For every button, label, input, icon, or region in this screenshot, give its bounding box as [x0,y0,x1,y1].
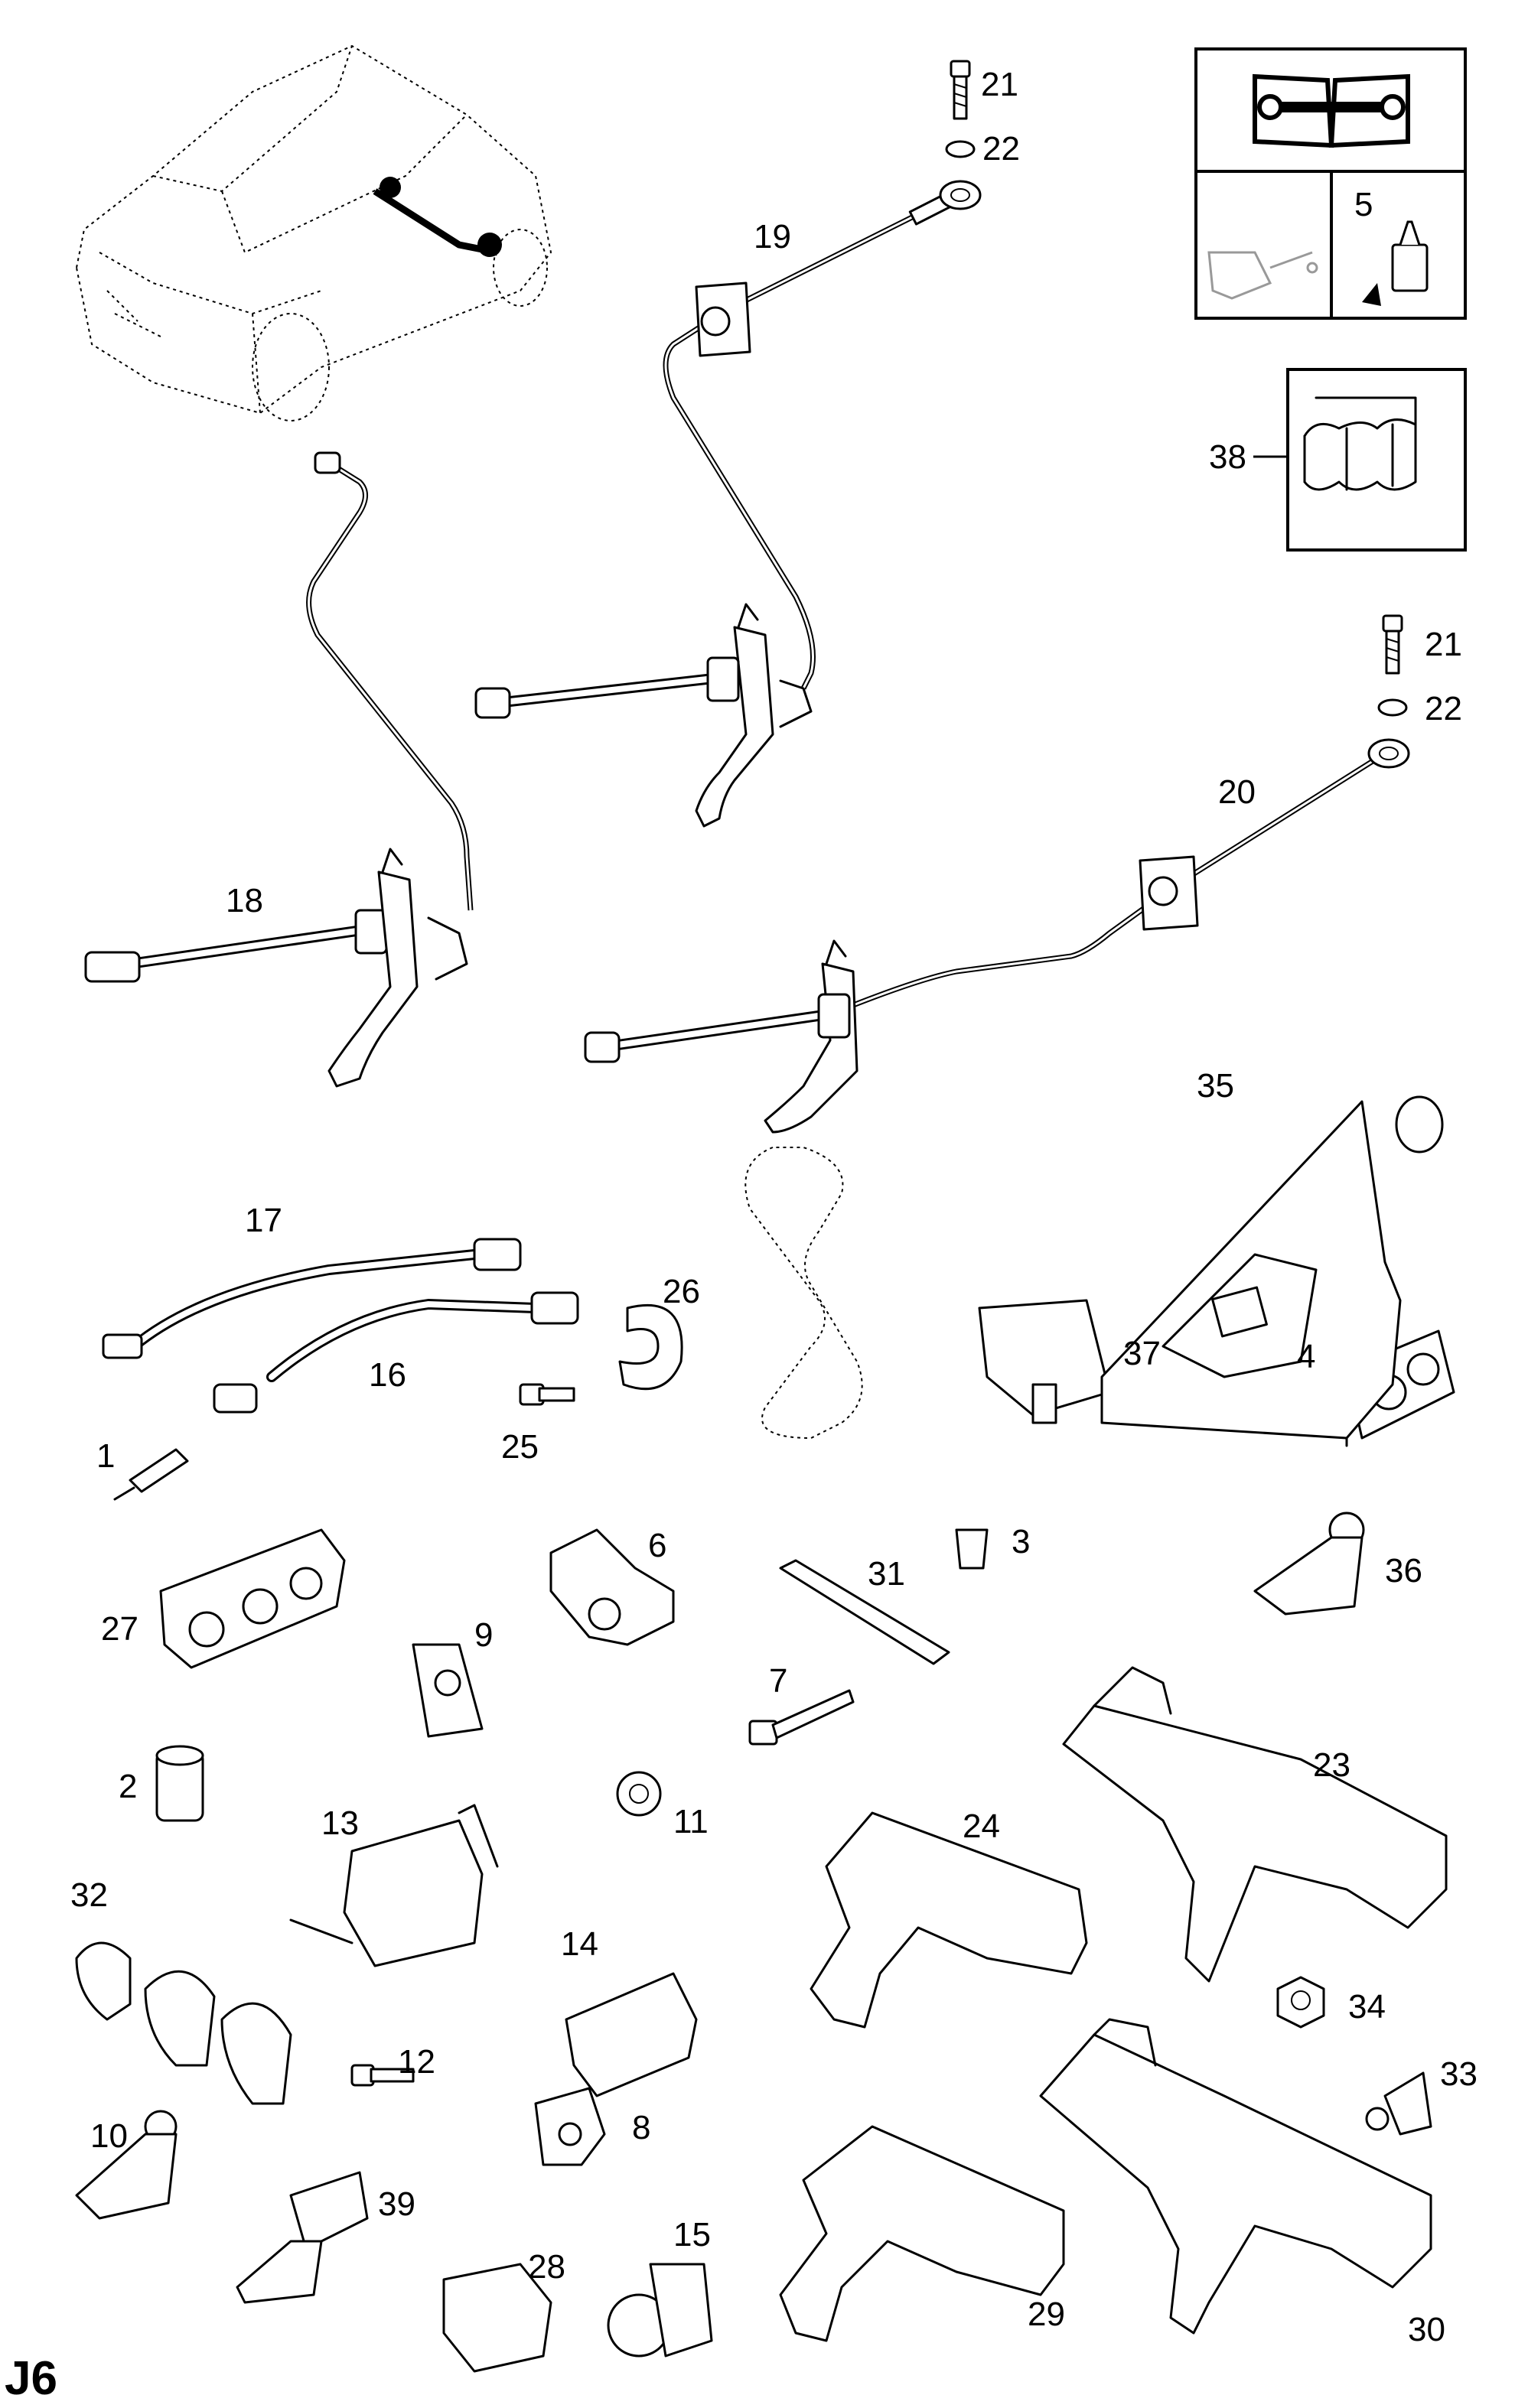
part-37-clip [978,1299,1111,1424]
part-label-24: 24 [963,1808,1000,1845]
part-label-10: 10 [90,2117,128,2155]
part-7-bolt [748,1689,855,1746]
part-12-bolt [350,2064,415,2087]
part-28-clip [442,2263,552,2373]
part-label-26: 26 [663,1273,700,1310]
manual-book-wrench-icon [1253,73,1410,148]
part-2-nut [155,1745,204,1822]
part-3-plug [955,1528,989,1570]
banjo-bolt-21-right [1382,614,1403,675]
service-symbol-box: 5 [1194,47,1467,320]
part-29-bracket [779,2125,1065,2342]
part-1-bleed-screw [113,1448,189,1501]
dotted-cable-loop [744,1147,863,1440]
part-32-clamp [75,1941,292,2105]
part-36-bracket [1253,1512,1365,1616]
part-9-clip [412,1643,484,1738]
brake-pipe-18 [84,451,474,1088]
part-label-1: 1 [96,1437,115,1475]
part-label-2: 2 [119,1768,137,1805]
part-label-25: 25 [501,1428,539,1466]
part-31-sleeve [779,1559,950,1665]
part-26-clip [618,1303,683,1391]
part-label-22-top: 22 [982,130,1020,168]
part-label-27: 27 [101,1610,138,1648]
part-label-21-top: 21 [981,66,1018,103]
part-label-33: 33 [1440,2055,1478,2093]
part-label-31: 31 [868,1555,905,1593]
part-label-7: 7 [769,1662,787,1700]
part-25-bolt [519,1383,575,1406]
part-label-35: 35 [1197,1067,1234,1105]
part-label-32: 32 [70,1876,108,1914]
part-label-6: 6 [648,1527,666,1564]
part-label-19: 19 [754,218,791,255]
part-label-23: 23 [1313,1746,1350,1784]
part-label-5: 5 [1354,186,1373,223]
part-label-17: 17 [245,1202,282,1239]
part-38-inset [1286,368,1467,552]
washer-22-top [945,140,976,158]
part-label-28: 28 [528,2248,565,2286]
part-label-12: 12 [398,2043,435,2081]
part-label-15: 15 [673,2216,711,2253]
part-35-shield [1100,1095,1444,1440]
part-39-bracket [236,2171,369,2304]
part-label-34: 34 [1348,1988,1386,2026]
brake-hose-17 [102,1238,522,1359]
banjo-bolt-21-top [950,60,971,120]
part-33-clip [1365,2071,1432,2136]
part-label-38: 38 [1209,438,1246,476]
part-23-bracket [1062,1666,1448,1983]
part-15-clip [607,2263,713,2358]
part-label-21-right: 21 [1425,626,1462,663]
part-24-bracket [810,1811,1088,2029]
part-label-20: 20 [1218,773,1256,811]
part-label-9: 9 [474,1616,493,1654]
part-8-clip [534,2087,606,2166]
part-label-11: 11 [673,1803,709,1840]
brake-hose-16 [213,1291,579,1414]
part-label-4: 4 [1297,1338,1315,1375]
part-34-nut [1276,1976,1325,2029]
part-13-clip-strip [289,1804,499,1967]
part-label-29: 29 [1028,2296,1065,2333]
brake-pipe-19 [474,180,982,828]
oil-can-icon [1207,251,1318,300]
part-27-pipe-clip [159,1528,346,1669]
page-code: J6 [5,2352,57,2405]
part-label-37: 37 [1123,1335,1161,1372]
part-label-16: 16 [369,1356,406,1394]
sealant-bottle-icon [1362,220,1429,306]
part-label-30: 30 [1408,2311,1445,2348]
part-6-clip [549,1528,675,1646]
part-label-8: 8 [632,2109,650,2146]
brake-pipe-20 [584,738,1410,1134]
washer-22-right [1377,698,1408,717]
part-label-36: 36 [1385,1552,1422,1590]
part-label-14: 14 [561,1925,598,1963]
part-label-3: 3 [1012,1523,1030,1560]
part-14-clip [565,1972,698,2097]
part-30-bracket [1039,2018,1432,2335]
part-label-39: 39 [378,2185,415,2223]
vehicle-outline [75,44,552,421]
part-11-grommet [616,1771,662,1817]
part-label-18: 18 [226,882,263,919]
part-label-13: 13 [321,1804,359,1842]
part-label-22-right: 22 [1425,690,1462,727]
part-10-bracket [75,2110,178,2220]
